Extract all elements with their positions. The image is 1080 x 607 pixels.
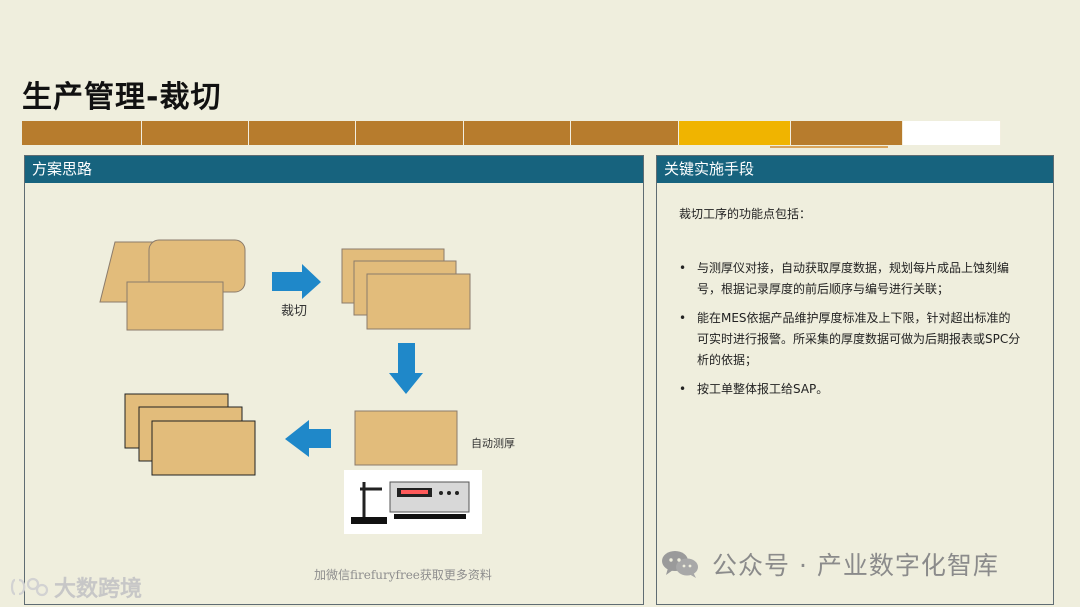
gauge-digits [401,490,428,494]
measure-label: 自动测厚 [471,437,515,450]
tab-segment-7 [679,121,791,145]
solution-idea-header: 方案思路 [25,156,643,183]
raw-material-group [99,239,246,331]
brand-watermark: 大数跨境 [8,571,158,603]
brand-logo-icon [10,577,49,597]
measured-sheet [354,410,458,466]
key-implementation-panel: 关键实施手段 裁切工序的功能点包括： 与测厚仪对接，自动获取厚度数据，规划每片成… [656,155,1054,605]
cut-sheets-group [341,248,471,330]
thickness-gauge-machine-icon [344,470,482,534]
cut-sheet-front [366,273,471,330]
brand-watermark-text: 大数跨境 [54,577,143,602]
gauge-base-plate [394,514,466,519]
progress-tab-bar [22,121,1001,145]
tab-segment-4 [356,121,464,145]
output-sheet-front [151,420,256,476]
cut-label: 裁切 [281,303,307,319]
left-arrow-icon [285,420,331,457]
solution-idea-panel: 方案思路 裁切 自动测厚 [24,155,644,605]
tab-segment-9 [903,121,1001,145]
down-arrow-icon [389,343,423,394]
tab-segment-8 [791,121,903,145]
wechat-watermark-text: 公众号 · 产业数字化智库 [712,551,999,580]
page-title: 生产管理-裁切 [22,80,222,115]
wechat-watermark: 公众号 · 产业数字化智库 [658,546,1053,582]
gauge-knob-3 [455,491,459,495]
probe-base [351,517,387,524]
gauge-knob-2 [447,491,451,495]
implementation-bullet-item: 能在MES依据产品维护厚度标准及上下限，针对超出标准的可实时进行报警。所采集的厚… [679,308,1021,371]
implementation-bullet-item: 按工单整体报工给SAP。 [679,379,1021,400]
tab-segment-2 [142,121,249,145]
implementation-intro: 裁切工序的功能点包括： [679,207,812,221]
cutting-process-diagram: 裁切 自动测厚 加微信firefuryfree获取更多资料 [99,239,515,582]
raw-material-front-sheet [126,281,224,331]
tab-segment-5 [464,121,571,145]
key-implementation-header: 关键实施手段 [657,156,1053,183]
implementation-bullets: 与测厚仪对接，自动获取厚度数据，规划每片成品上蚀刻编号，根据记录厚度的前后顺序与… [679,258,1021,400]
footer-watermark: 加微信firefuryfree获取更多资料 [314,568,492,582]
right-arrow-icon [272,264,321,299]
tab-segment-1 [22,121,142,145]
implementation-content: 裁切工序的功能点包括： 与测厚仪对接，自动获取厚度数据，规划每片成品上蚀刻编号，… [679,204,1021,408]
implementation-bullet-item: 与测厚仪对接，自动获取厚度数据，规划每片成品上蚀刻编号，根据记录厚度的前后顺序与… [679,258,1021,300]
stacked-output-sheets [124,393,256,476]
gauge-knob-1 [439,491,443,495]
active-tab-indicator [770,146,888,148]
tab-segment-3 [249,121,356,145]
wechat-icon [662,551,698,578]
tab-segment-6 [571,121,679,145]
